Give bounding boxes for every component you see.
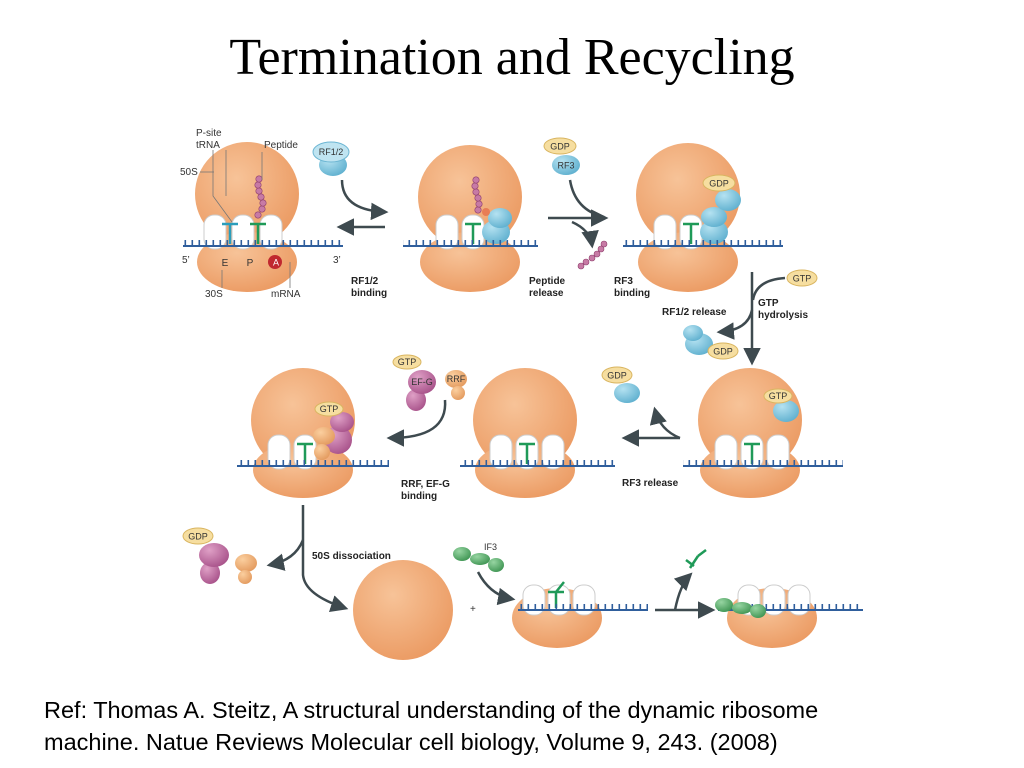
trna-label: tRNA xyxy=(196,140,220,151)
mrna-strand-4 xyxy=(237,460,389,467)
step-rf12-release: RF1/2 release xyxy=(662,307,727,318)
arrow-peptide-release xyxy=(571,220,599,249)
mrna-strand-2 xyxy=(403,240,538,247)
gtp-bubble-2 xyxy=(763,388,793,404)
arrow-trna-out xyxy=(673,572,693,611)
gdp-label-4: GDP xyxy=(607,371,627,381)
slide-title: Termination and Recycling xyxy=(229,29,795,86)
gdp-bubble-5 xyxy=(182,527,214,545)
free-50s-subunit xyxy=(353,560,453,660)
ribosome-4 xyxy=(251,368,355,498)
gtp-label-3: GTP xyxy=(398,357,417,367)
arrow-rf3-join xyxy=(568,179,605,219)
arrow-rf12-release xyxy=(716,309,754,340)
ribosome-6 xyxy=(698,368,802,498)
step-gtp-hydrolysis-2: hydrolysis xyxy=(758,310,808,321)
efg-label: EF-G xyxy=(411,377,433,387)
30s-label: 30S xyxy=(205,289,223,300)
gdp-bubble-2 xyxy=(702,174,736,192)
step-rf3-release: RF3 release xyxy=(622,478,679,489)
rf12-label: RF1/2 xyxy=(319,147,344,157)
step-rrf-efg-binding-1: RRF, EF-G xyxy=(401,479,450,490)
plus-sign: + xyxy=(470,604,476,615)
mrna-strand-6 xyxy=(683,460,843,467)
mrna-strand-1 xyxy=(183,240,343,247)
released-efg xyxy=(199,543,229,584)
gtp-bubble-4 xyxy=(314,401,344,417)
released-rf12 xyxy=(683,325,713,355)
gdp-bubble-1 xyxy=(543,137,577,155)
three-prime-label: 3’ xyxy=(333,255,341,266)
mrna-strand-3 xyxy=(623,240,783,247)
gtp-label-2: GTP xyxy=(769,391,788,401)
five-prime-label: 5’ xyxy=(182,255,190,266)
rf3-factor xyxy=(552,155,580,175)
forward-arrow-rf12 xyxy=(340,179,389,221)
if3-factor xyxy=(453,547,504,572)
30s-subunit-if3 xyxy=(727,584,817,648)
p-site-letter-label: P xyxy=(247,258,254,269)
gtp-label-4: GTP xyxy=(320,404,339,414)
p-site-label: P-site xyxy=(196,128,222,139)
step-rf12-binding-2: binding xyxy=(351,288,387,299)
arrow-factors-out xyxy=(266,539,305,571)
gtp-bubble-3 xyxy=(392,354,422,370)
gdp-label-3: GDP xyxy=(713,347,733,357)
ribosome-1 xyxy=(195,142,299,292)
step-gtp-hydrolysis-1: GTP xyxy=(758,298,779,309)
ribosome-3 xyxy=(636,143,741,292)
arrow-50s-dissociation xyxy=(301,505,349,612)
arrow-gtp-in xyxy=(751,276,786,301)
reference-line-1: Ref: Thomas A. Steitz, A structural unde… xyxy=(44,697,819,723)
mrna-strand-7 xyxy=(518,604,648,611)
ribosome-2 xyxy=(418,145,522,292)
mrna-strand-5 xyxy=(460,460,615,467)
step-peptide-release-2: release xyxy=(529,288,564,299)
a-site-marker xyxy=(268,255,282,269)
rrf-factor xyxy=(445,370,467,400)
gtp-label-1: GTP xyxy=(793,274,812,284)
step-peptide-release-1: Peptide xyxy=(529,276,566,287)
50s-label: 50S xyxy=(180,167,198,178)
arrow-rf3-out xyxy=(649,406,681,440)
a-site-label: A xyxy=(273,258,279,268)
ribosome-5 xyxy=(473,368,577,498)
released-trna xyxy=(685,549,707,569)
step-rf12-binding-1: RF1/2 xyxy=(351,276,379,287)
peptide-label: Peptide xyxy=(264,140,298,151)
step-50s-dissociation: 50S dissociation xyxy=(312,551,391,562)
leader-lines xyxy=(200,150,291,288)
step-rf3-binding-1: RF3 xyxy=(614,276,633,287)
released-peptide xyxy=(577,240,608,270)
rrf-label: RRF xyxy=(447,374,466,384)
released-rrf xyxy=(235,554,257,584)
step-rf3-binding-2: binding xyxy=(614,288,650,299)
gdp-label-1: GDP xyxy=(550,142,570,152)
arrow-if3-binding xyxy=(476,571,516,606)
gdp-label-5: GDP xyxy=(188,532,208,542)
30s-subunit-trna xyxy=(512,581,602,648)
gtp-bubble-1 xyxy=(786,269,818,287)
arrow-rrf-efg-binding xyxy=(386,399,447,447)
step-rrf-efg-binding-2: binding xyxy=(401,491,437,502)
bound-if3 xyxy=(715,598,766,618)
mrna-label: mRNA xyxy=(271,289,301,300)
gdp-bubble-4 xyxy=(601,366,633,384)
rf3-label: RF3 xyxy=(557,161,574,171)
efg-factor xyxy=(406,370,436,411)
ribosome-termination-diagram: A E P P-site tRNA Peptide 50S 5’ 3’ 30S … xyxy=(180,128,863,660)
gdp-bubble-3 xyxy=(707,342,739,360)
e-site-label: E xyxy=(222,258,229,269)
if3-label: IF3 xyxy=(484,542,497,552)
reference-line-2: machine. Natue Reviews Molecular cell bi… xyxy=(44,729,778,755)
rf12-factor xyxy=(312,141,350,176)
released-rf3 xyxy=(614,383,640,403)
reference-citation: Ref: Thomas A. Steitz, A structural unde… xyxy=(44,694,1004,758)
gdp-label-2: GDP xyxy=(709,179,729,189)
